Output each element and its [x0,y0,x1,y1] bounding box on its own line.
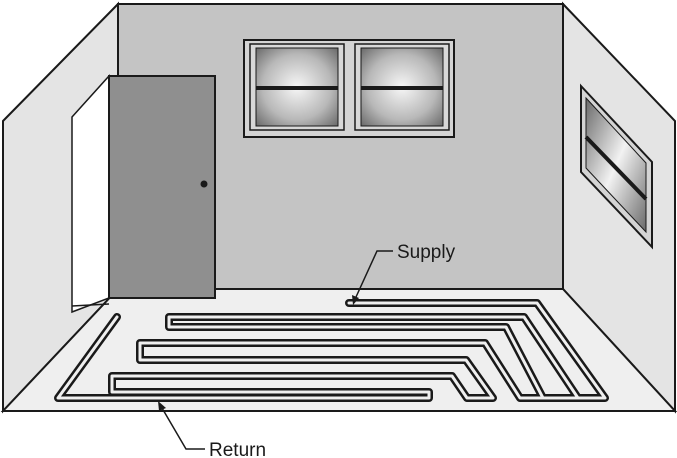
side-doorway [71,74,110,314]
door-knob [200,180,208,188]
side-window [580,83,653,250]
back-window [243,39,455,138]
return-arrowhead [158,401,166,411]
return-leader-line [161,407,205,450]
supply-leader-line [355,250,393,298]
return-label: Return [209,440,266,458]
supply-arrowhead [352,295,359,305]
supply-callout: Supply [352,242,456,305]
supply-label: Supply [397,242,456,263]
floor-tubing-inner [56,301,607,400]
door [108,75,216,299]
return-callout: Return [158,401,266,458]
